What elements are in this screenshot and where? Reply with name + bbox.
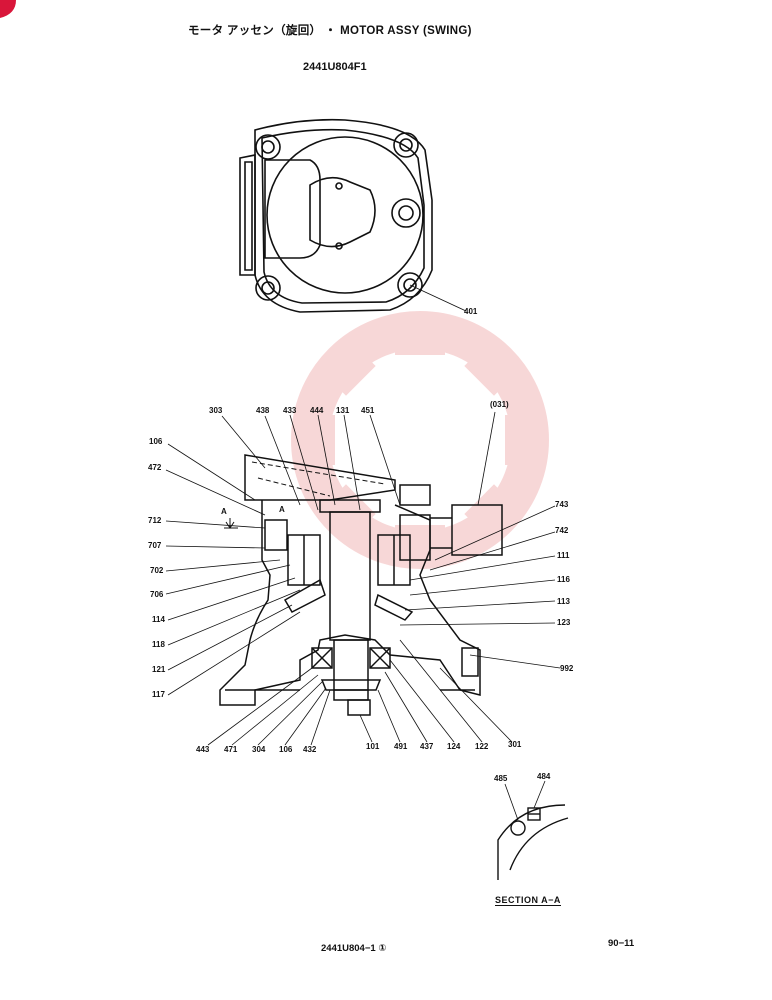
assembly-part-number: 2441U804F1 bbox=[303, 61, 367, 73]
section-a-a-label: SECTION A−A bbox=[495, 895, 561, 906]
callout-472: 472 bbox=[148, 463, 162, 472]
callout-443: 443 bbox=[196, 745, 210, 754]
callout-433: 433 bbox=[283, 406, 297, 415]
callout-485: 485 bbox=[494, 774, 508, 783]
section-a-a-detail bbox=[497, 780, 569, 880]
callout-leaders bbox=[165, 411, 561, 746]
section-marker-a-left: A bbox=[221, 507, 227, 516]
callout-101: 101 bbox=[366, 742, 380, 751]
callout-742: 742 bbox=[555, 526, 569, 535]
section-marker bbox=[224, 518, 238, 529]
callout-301: 301 bbox=[508, 740, 522, 749]
callout-702: 702 bbox=[150, 566, 164, 575]
callout-304: 304 bbox=[252, 745, 266, 754]
callout-706: 706 bbox=[150, 590, 164, 599]
callout-122: 122 bbox=[475, 742, 489, 751]
callout-114: 114 bbox=[152, 615, 165, 624]
callout-111: 111 bbox=[557, 551, 570, 560]
callout-116: 116 bbox=[557, 575, 570, 584]
callout-124: 124 bbox=[447, 742, 461, 751]
callout-491: 491 bbox=[394, 742, 408, 751]
callout-117: 117 bbox=[152, 690, 165, 699]
callout-031: (031) bbox=[490, 400, 509, 409]
callout-121: 121 bbox=[152, 665, 166, 674]
section-marker-a-right: A bbox=[279, 505, 285, 514]
callout-303: 303 bbox=[209, 406, 223, 415]
callout-444: 444 bbox=[310, 406, 324, 415]
callout-451: 451 bbox=[361, 406, 375, 415]
callout-471: 471 bbox=[224, 745, 238, 754]
callout-123: 123 bbox=[557, 618, 571, 627]
page-number: 90−11 bbox=[608, 938, 635, 949]
callout-401: 401 bbox=[464, 307, 478, 316]
callout-438: 438 bbox=[256, 406, 270, 415]
callout-712: 712 bbox=[148, 516, 162, 525]
callout-113: 113 bbox=[557, 597, 570, 606]
callout-131: 131 bbox=[336, 406, 350, 415]
corner-mark-icon bbox=[0, 0, 16, 18]
top-view bbox=[239, 118, 467, 313]
cross-section-view bbox=[219, 454, 503, 716]
callout-437: 437 bbox=[420, 742, 434, 751]
callout-432: 432 bbox=[303, 745, 317, 754]
callout-118: 118 bbox=[152, 640, 165, 649]
callout-106-top: 106 bbox=[149, 437, 163, 446]
callout-743: 743 bbox=[555, 500, 569, 509]
page-title: モータ アッセン（旋回） ・ MOTOR ASSY (SWING) bbox=[188, 25, 472, 37]
callout-992: 992 bbox=[560, 664, 574, 673]
callout-106-bottom: 106 bbox=[279, 745, 293, 754]
drawing-reference: 2441U804−1 ① bbox=[321, 943, 387, 954]
callout-707: 707 bbox=[148, 541, 162, 550]
callout-484: 484 bbox=[537, 772, 551, 781]
